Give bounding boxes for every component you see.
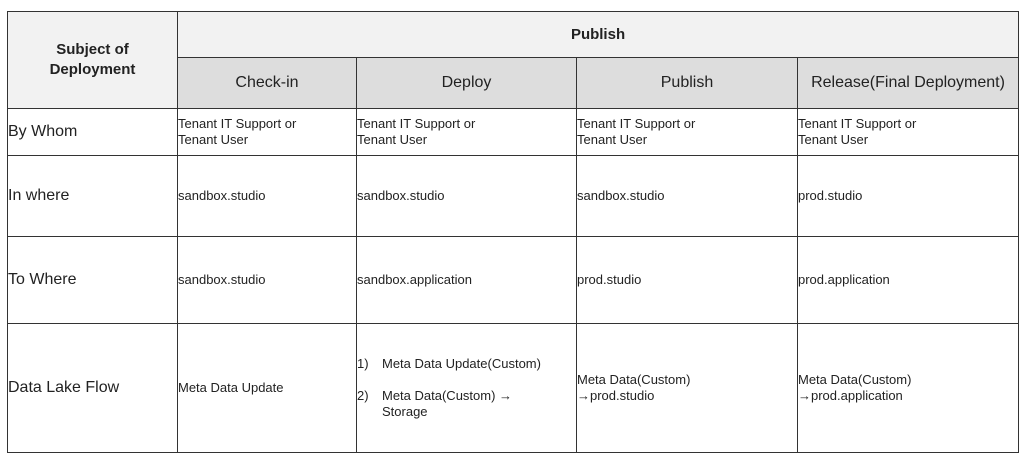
table-cell: Meta Data(Custom) →prod.studio: [576, 323, 798, 453]
stage-header-deploy: Deploy: [356, 57, 577, 109]
table-cell: sandbox.studio: [576, 155, 798, 237]
row-label-data-lake-flow: Data Lake Flow: [7, 323, 178, 453]
table-row-data-lake-flow: Data Lake Flow Meta Data Update 1) Meta …: [7, 323, 1020, 453]
table-cell: Tenant IT Support or Tenant User: [177, 108, 357, 156]
table-cell: sandbox.application: [356, 236, 577, 324]
step-text: Meta Data(Custom) → Storage: [382, 388, 513, 419]
table-cell: Tenant IT Support or Tenant User: [796, 108, 1020, 156]
table-row-by-whom: By Whom Tenant IT Support or Tenant User…: [7, 108, 1020, 156]
table-cell: prod.studio: [576, 236, 798, 324]
step-text: Meta Data Update(Custom): [382, 356, 541, 371]
stage-header-checkin: Check-in: [177, 57, 357, 109]
deployment-table: Subject of Deployment Publish Check-in D…: [7, 11, 1020, 453]
subject-of-deployment-header: Subject of Deployment: [7, 11, 178, 109]
table-row-in-where: In where sandbox.studio sandbox.studio s…: [7, 155, 1020, 237]
table-row-to-where: To Where sandbox.studio sandbox.applicat…: [7, 236, 1020, 324]
table-cell: sandbox.studio: [177, 155, 357, 237]
table-cell: Meta Data(Custom) →prod.application: [796, 323, 1020, 453]
table-cell: prod.application: [796, 236, 1020, 324]
row-label-by-whom: By Whom: [7, 108, 178, 156]
header-row-stages: Check-in Deploy Publish Release(Final De…: [8, 57, 1020, 109]
publish-group-header: Publish: [176, 11, 1020, 58]
stage-header-publish: Publish: [576, 57, 798, 109]
header-row-group: Subject of Deployment Publish: [7, 11, 1020, 109]
list-item: 2) Meta Data(Custom) → Storage: [357, 388, 576, 420]
row-label-in-where: In where: [7, 155, 178, 237]
stage-header-release: Release(Final Deployment): [796, 57, 1020, 109]
deploy-steps-list: 1) Meta Data Update(Custom) 2) Meta Data…: [357, 340, 576, 436]
table-cell: sandbox.studio: [177, 236, 357, 324]
table-cell-deploy-steps: 1) Meta Data Update(Custom) 2) Meta Data…: [356, 323, 577, 453]
table-cell: Meta Data Update: [177, 323, 357, 453]
table-cell: sandbox.studio: [356, 155, 577, 237]
table-cell: prod.studio: [796, 155, 1020, 237]
list-item: 1) Meta Data Update(Custom): [357, 356, 576, 372]
step-number: 2): [357, 388, 369, 403]
table-cell: Tenant IT Support or Tenant User: [356, 108, 577, 156]
row-label-to-where: To Where: [7, 236, 178, 324]
table-cell: Tenant IT Support or Tenant User: [576, 108, 798, 156]
step-number: 1): [357, 356, 369, 371]
